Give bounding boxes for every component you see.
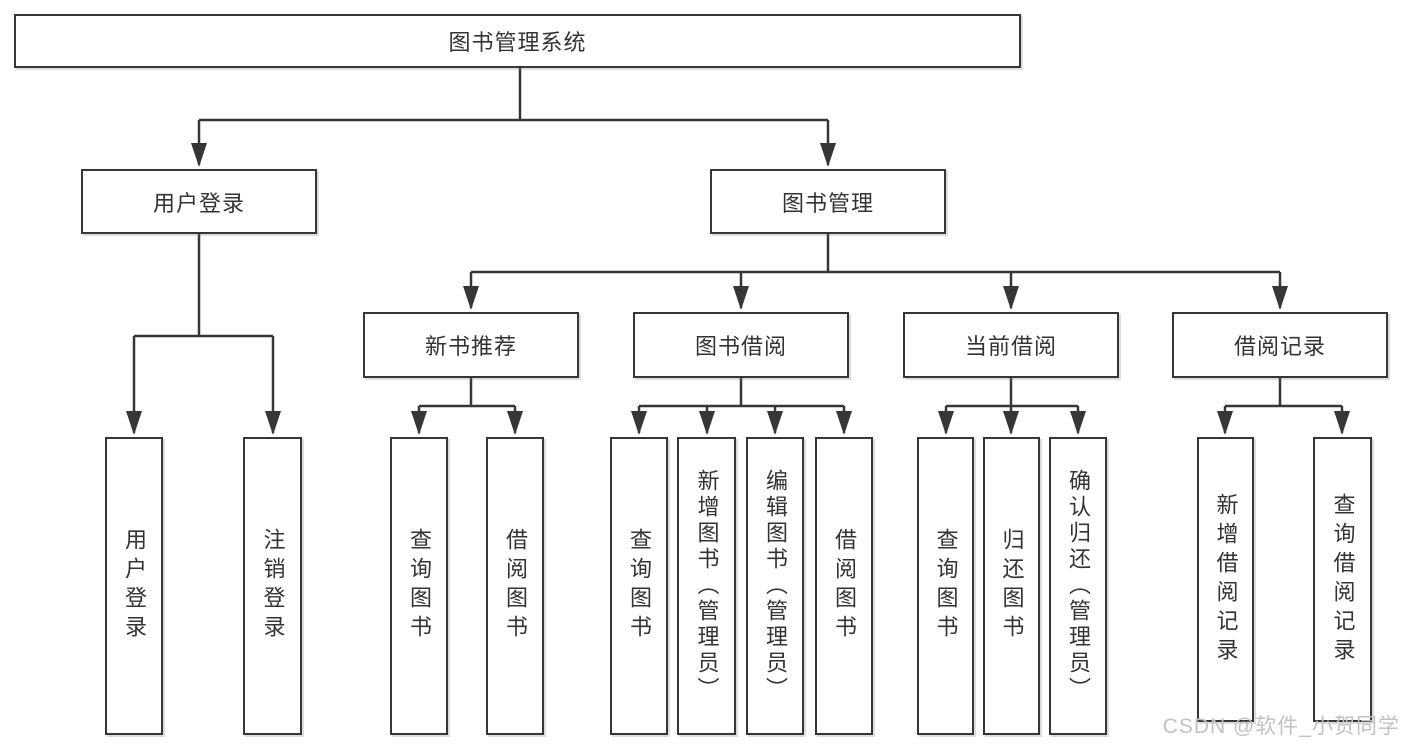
leaf-logout: 注销登录 <box>243 437 302 735</box>
leaf-user-login: 用户登录 <box>105 437 163 735</box>
connector-current-borrow-children <box>938 378 1086 435</box>
leaf-confirm-return-admin-label: 确认归还（管理员） <box>1066 469 1091 703</box>
leaf-add-book-admin-label: 新增图书（管理员） <box>694 469 720 703</box>
leaf-return-book: 归还图书 <box>983 437 1040 735</box>
node-book-borrow: 图书借阅 <box>633 312 849 378</box>
leaf-edit-book-admin-label: 编辑图书（管理员） <box>763 469 788 703</box>
connector-root-to-level1 <box>191 68 836 167</box>
node-current-borrow-label: 当前借阅 <box>964 334 1057 359</box>
leaf-query-borrow-record-label: 查询借阅记录 <box>1330 492 1356 667</box>
node-borrow-records: 借阅记录 <box>1172 312 1388 378</box>
connector-new-book-recommend-children <box>411 378 523 435</box>
node-user-login: 用户登录 <box>81 169 317 234</box>
connector-book-management-sections <box>463 234 1288 310</box>
leaf-query-book-3: 查询图书 <box>917 437 974 735</box>
leaf-return-book-label: 归还图书 <box>999 528 1025 644</box>
leaf-user-login-label: 用户登录 <box>122 528 147 644</box>
node-book-management-label: 图书管理 <box>781 190 874 216</box>
leaf-query-book-1: 查询图书 <box>390 437 448 735</box>
node-new-book-recommend-label: 新书推荐 <box>424 334 517 359</box>
leaf-query-book-2-label: 查询图书 <box>627 528 652 644</box>
connector-book-borrow-children <box>631 378 852 435</box>
leaf-borrow-book-2: 借阅图书 <box>815 437 873 735</box>
leaf-query-borrow-record: 查询借阅记录 <box>1313 437 1372 722</box>
node-book-management: 图书管理 <box>710 169 946 234</box>
node-new-book-recommend: 新书推荐 <box>363 312 579 378</box>
leaf-borrow-book-1: 借阅图书 <box>486 437 544 735</box>
leaf-edit-book-admin: 编辑图书（管理员） <box>746 437 804 735</box>
node-book-borrow-label: 图书借阅 <box>694 334 787 359</box>
node-user-login-label: 用户登录 <box>152 190 245 216</box>
leaf-query-book-1-label: 查询图书 <box>407 528 432 644</box>
leaf-add-borrow-record: 新增借阅记录 <box>1197 437 1254 722</box>
connector-user-login-children <box>126 234 281 435</box>
node-borrow-records-label: 借阅记录 <box>1233 334 1326 359</box>
node-root: 图书管理系统 <box>14 14 1021 68</box>
connector-borrow-records-children <box>1217 378 1350 435</box>
leaf-query-book-3-label: 查询图书 <box>933 528 959 644</box>
node-root-label: 图书管理系统 <box>448 30 587 55</box>
leaf-borrow-book-2-label: 借阅图书 <box>832 528 857 644</box>
leaf-add-book-admin: 新增图书（管理员） <box>677 437 736 735</box>
leaf-add-borrow-record-label: 新增借阅记录 <box>1213 492 1239 667</box>
node-current-borrow: 当前借阅 <box>903 312 1119 378</box>
leaf-logout-label: 注销登录 <box>260 528 286 644</box>
csdn-watermark: CSDN @软件_小贺同学 <box>1162 715 1400 738</box>
leaf-query-book-2: 查询图书 <box>610 437 668 735</box>
leaf-confirm-return-admin: 确认归还（管理员） <box>1049 437 1107 735</box>
leaf-borrow-book-1-label: 借阅图书 <box>503 528 528 644</box>
